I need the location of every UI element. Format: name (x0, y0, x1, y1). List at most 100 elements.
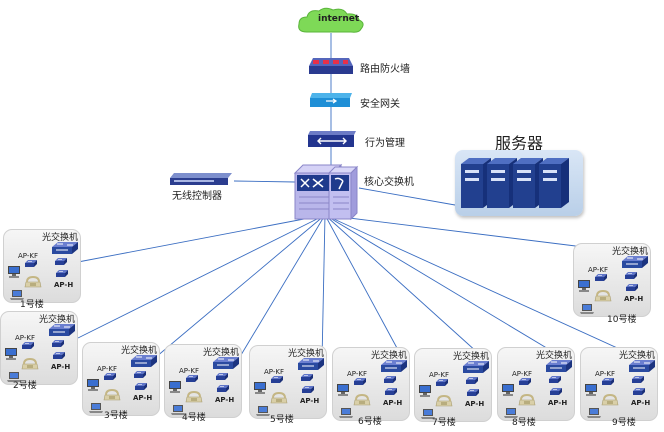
access-point-icon (52, 340, 64, 347)
access-point-icon (384, 376, 396, 383)
desktop-pc-icon (169, 381, 181, 393)
ap-h-label: AP-H (465, 400, 485, 408)
building-name: 5号楼 (270, 415, 294, 425)
link-core-building-4 (237, 214, 326, 361)
optical-switch-label: 光交换机 (288, 349, 325, 359)
access-point-icon (216, 373, 228, 380)
building-block: 光交换机 AP-KF AP-H (580, 347, 658, 421)
desktop-pc-icon (5, 348, 17, 360)
ap-kf-label: AP-KF (347, 370, 367, 378)
security-gateway-label: 安全网关 (360, 99, 400, 110)
optical-switch-icon (546, 360, 572, 372)
laptop-icon (504, 408, 518, 418)
internet-label: internet (318, 14, 360, 24)
phone-icon (435, 394, 453, 407)
ap-h-label: AP-H (631, 399, 651, 407)
optical-switch-icon (52, 242, 78, 254)
laptop-icon (171, 405, 185, 415)
ap-h-icon (385, 388, 397, 395)
link-core-building-10 (324, 214, 617, 252)
optical-switch-label: 光交换机 (619, 351, 656, 361)
access-point-icon (134, 371, 146, 378)
building-name: 9号楼 (612, 418, 636, 428)
ap-h-label: AP-H (624, 295, 644, 303)
laptop-icon (339, 408, 353, 418)
access-point-icon (625, 272, 637, 279)
desktop-pc-icon (254, 382, 266, 394)
desktop-pc-icon (8, 266, 20, 278)
optical-switch-icon (463, 361, 489, 373)
internet-cloud-icon (298, 7, 364, 33)
behavior-management-label: 行为管理 (365, 138, 405, 149)
core-switch-icon (293, 163, 359, 221)
ap-kf-label: AP-KF (97, 365, 117, 373)
building-name: 1号楼 (20, 300, 44, 310)
optical-switch-icon (622, 256, 648, 268)
access-point-icon (55, 258, 67, 265)
behavior-management-icon (308, 131, 356, 147)
ap-h-icon (550, 388, 562, 395)
building-name: 4号楼 (182, 413, 206, 423)
desktop-pc-icon (578, 280, 590, 292)
access-point-icon (301, 374, 313, 381)
phone-icon (518, 393, 536, 406)
ap-h-label: AP-H (300, 397, 320, 405)
router-firewall-label: 路由防火墙 (360, 64, 410, 75)
phone-icon (601, 393, 619, 406)
ap-kf-icon (595, 274, 607, 281)
ap-kf-label: AP-KF (15, 334, 35, 342)
laptop-icon (421, 409, 435, 419)
laptop-icon (580, 304, 594, 314)
router-firewall-icon (309, 58, 353, 74)
optical-switch-icon (213, 357, 239, 369)
laptop-icon (10, 290, 24, 300)
ap-kf-label: AP-KF (595, 370, 615, 378)
building-name: 7号楼 (432, 418, 456, 428)
ap-kf-icon (602, 378, 614, 385)
link-core-building-6 (324, 214, 405, 362)
ap-kf-icon (104, 373, 116, 380)
optical-switch-label: 光交换机 (612, 247, 649, 257)
link-core-building-8 (324, 214, 571, 363)
link-core-building-7 (324, 214, 489, 363)
laptop-icon (89, 403, 103, 413)
ap-h-icon (217, 385, 229, 392)
optical-switch-label: 光交换机 (203, 348, 240, 358)
optical-switch-icon (381, 360, 407, 372)
ap-kf-icon (436, 379, 448, 386)
ap-kf-icon (186, 375, 198, 382)
desktop-pc-icon (502, 384, 514, 396)
desktop-pc-icon (87, 379, 99, 391)
ap-h-icon (56, 270, 68, 277)
access-point-icon (632, 376, 644, 383)
optical-switch-label: 光交换机 (42, 233, 79, 243)
link-core-building-9 (324, 214, 649, 363)
wireless-controller-icon (170, 173, 232, 185)
phone-icon (353, 393, 371, 406)
optical-switch-label: 光交换机 (39, 315, 76, 325)
phone-icon (21, 357, 39, 370)
desktop-pc-icon (337, 384, 349, 396)
building-name: 2号楼 (13, 381, 37, 391)
server-group (455, 150, 583, 216)
link-core-building-5 (321, 214, 326, 362)
optical-switch-label: 光交换机 (371, 351, 408, 361)
access-point-icon (549, 376, 561, 383)
ap-h-label: AP-H (215, 396, 235, 404)
ap-kf-label: AP-KF (429, 371, 449, 379)
security-gateway-icon (310, 93, 352, 107)
servers-label: 服务器 (495, 134, 544, 153)
link-core-servers (358, 187, 456, 206)
ap-kf-icon (354, 378, 366, 385)
ap-kf-label: AP-KF (264, 368, 284, 376)
access-point-icon (466, 377, 478, 384)
link-core-wireless (233, 180, 296, 183)
